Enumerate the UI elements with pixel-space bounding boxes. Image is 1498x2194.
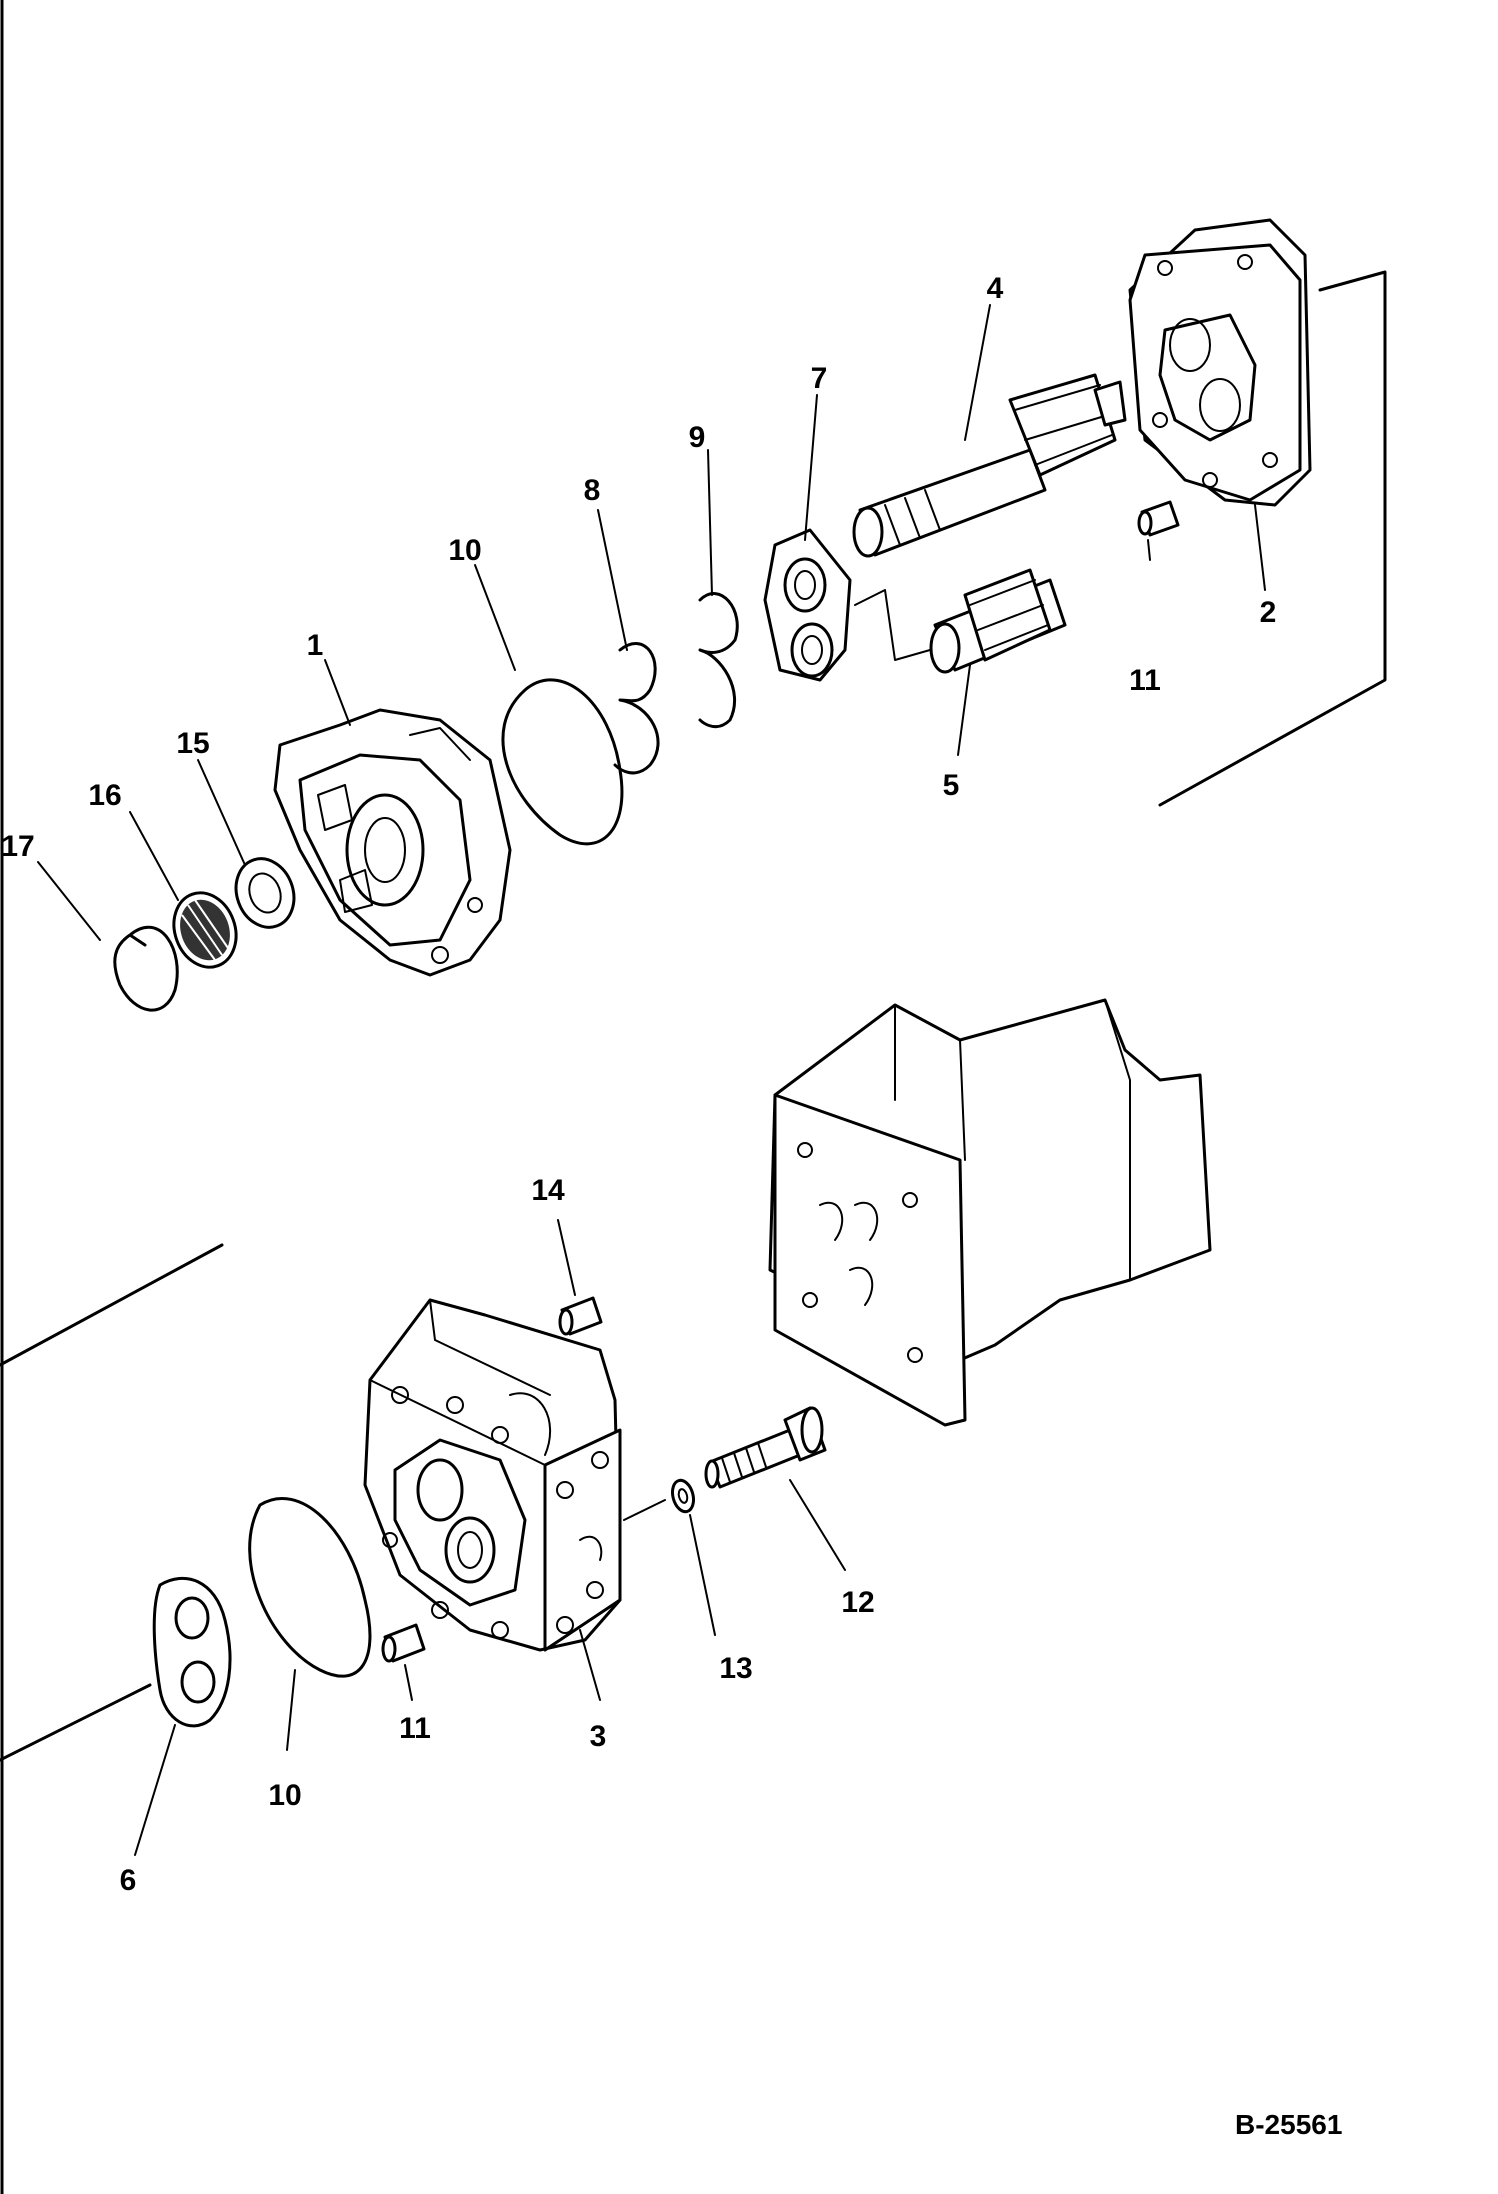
part-10-o-ring-lower <box>248 1497 372 1678</box>
part-15-washer <box>234 857 296 929</box>
part-1-cover <box>273 708 512 977</box>
part-8-seal-ring <box>613 642 660 775</box>
callout-3: 3 <box>590 1720 607 1753</box>
part-13-washer <box>670 1478 696 1514</box>
pump-body-block <box>768 998 1212 1427</box>
part-14-dowel-pin <box>558 1296 603 1336</box>
part-5-driven-gear <box>929 568 1067 674</box>
part-7-guide-line <box>854 589 931 661</box>
part-2-flange-plate <box>1128 218 1312 507</box>
callout-11-upper: 11 <box>1129 664 1161 697</box>
callout-2: 2 <box>1260 596 1277 629</box>
callout-11-lower: 11 <box>399 1712 431 1745</box>
callout-15: 15 <box>176 727 209 760</box>
callout-5: 5 <box>943 769 960 802</box>
part-11-dowel-pin-upper <box>1137 500 1180 537</box>
part-11-dowel-pin-lower <box>381 1623 426 1663</box>
leader-lines <box>37 304 1266 1856</box>
callout-13: 13 <box>719 1652 752 1685</box>
callout-8: 8 <box>584 474 601 507</box>
part-12-bolt <box>704 1406 827 1489</box>
part-16-oil-seal <box>172 891 238 969</box>
assembly-bracket-line <box>1158 270 1387 807</box>
part-4-drive-shaft <box>852 373 1127 558</box>
callout-4: 4 <box>987 272 1004 305</box>
callout-16: 16 <box>88 779 121 812</box>
part-17-snap-ring <box>113 925 179 1012</box>
part-10-o-ring-upper <box>501 678 624 846</box>
part-7-bushing-plate <box>763 528 852 682</box>
part-9-backup-ring <box>698 592 739 729</box>
callout-10-upper: 10 <box>448 534 481 567</box>
callout-6: 6 <box>120 1864 137 1897</box>
callout-10-lower: 10 <box>268 1779 301 1812</box>
callout-17: 17 <box>1 830 34 863</box>
part-6-bushing-plate <box>152 1576 232 1728</box>
callout-9: 9 <box>689 421 706 454</box>
callout-12: 12 <box>841 1586 874 1619</box>
callout-1: 1 <box>307 629 324 662</box>
part-3-gear-case <box>363 1298 622 1652</box>
drawing-code: B-25561 <box>1235 2109 1342 2140</box>
lower-bracket-lines <box>0 1243 224 1762</box>
callout-14: 14 <box>531 1174 565 1207</box>
callout-7: 7 <box>811 362 828 395</box>
